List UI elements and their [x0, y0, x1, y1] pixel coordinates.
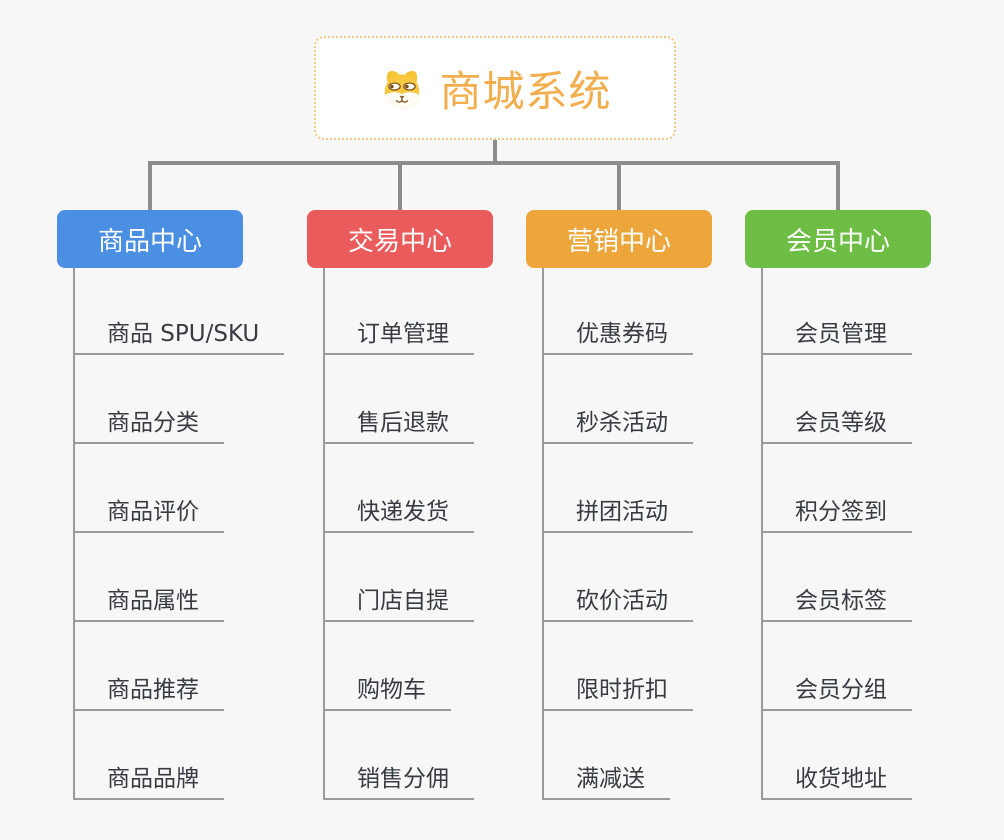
- item-goods-review[interactable]: 商品评价: [75, 444, 224, 533]
- item-member-management[interactable]: 会员管理: [763, 268, 912, 355]
- item-order-management[interactable]: 订单管理: [325, 268, 474, 355]
- connector-rail: [148, 161, 840, 165]
- connector-drop-member: [836, 163, 840, 210]
- item-goods-spu-sku[interactable]: 商品 SPU/SKU: [75, 268, 285, 355]
- branch-header-member-center[interactable]: 会员中心: [745, 210, 931, 268]
- item-aftersale-refund[interactable]: 售后退款: [325, 355, 474, 444]
- item-full-reduction[interactable]: 满减送: [544, 711, 670, 800]
- connector-root-stem: [493, 138, 497, 164]
- branch-marketing-center: 营销中心 优惠券码 秒杀活动 拼团活动 砍价活动 限时折扣 满减送: [526, 210, 712, 800]
- item-goods-attribute[interactable]: 商品属性: [75, 533, 224, 622]
- item-sales-commission[interactable]: 销售分佣: [325, 711, 474, 800]
- branch-member-center: 会员中心 会员管理 会员等级 积分签到 会员标签 会员分组 收货地址: [745, 210, 931, 800]
- branch-header-trade-center[interactable]: 交易中心: [307, 210, 493, 268]
- item-flash-sale[interactable]: 秒杀活动: [544, 355, 693, 444]
- root-node[interactable]: 商城系统: [314, 36, 676, 140]
- item-member-group[interactable]: 会员分组: [763, 622, 912, 711]
- branch-header-label: 交易中心: [347, 226, 452, 257]
- branch-header-label: 商品中心: [97, 226, 202, 257]
- branch-trade-center: 交易中心 订单管理 售后退款 快递发货 门店自提 购物车 销售分佣: [307, 210, 493, 800]
- item-member-level[interactable]: 会员等级: [763, 355, 912, 444]
- item-goods-brand[interactable]: 商品品牌: [75, 711, 224, 800]
- branch-items-member-center: 会员管理 会员等级 积分签到 会员标签 会员分组 收货地址: [761, 268, 931, 800]
- connector-drop-marketing: [617, 163, 621, 210]
- connector-drop-product: [148, 163, 152, 210]
- item-shipping-address[interactable]: 收货地址: [763, 711, 912, 800]
- connector-drop-trade: [398, 163, 402, 210]
- branch-items-trade-center: 订单管理 售后退款 快递发货 门店自提 购物车 销售分佣: [323, 268, 493, 800]
- item-limited-time-discount[interactable]: 限时折扣: [544, 622, 693, 711]
- item-goods-category[interactable]: 商品分类: [75, 355, 224, 444]
- doge-icon: [378, 64, 426, 112]
- branch-product-center: 商品中心 商品 SPU/SKU 商品分类 商品评价 商品属性 商品推荐 商品品牌: [57, 210, 285, 800]
- item-store-pickup[interactable]: 门店自提: [325, 533, 474, 622]
- item-member-tag[interactable]: 会员标签: [763, 533, 912, 622]
- root-title: 商城系统: [439, 66, 612, 116]
- branch-header-label: 会员中心: [785, 226, 890, 257]
- item-shopping-cart[interactable]: 购物车: [325, 622, 451, 711]
- branch-items-marketing-center: 优惠券码 秒杀活动 拼团活动 砍价活动 限时折扣 满减送: [542, 268, 712, 800]
- item-express-delivery[interactable]: 快递发货: [325, 444, 474, 533]
- item-points-checkin[interactable]: 积分签到: [763, 444, 912, 533]
- branch-header-product-center[interactable]: 商品中心: [57, 210, 243, 268]
- item-coupon-code[interactable]: 优惠券码: [544, 268, 693, 355]
- branch-header-label: 营销中心: [566, 226, 671, 257]
- item-bargain-activity[interactable]: 砍价活动: [544, 533, 693, 622]
- item-group-buy[interactable]: 拼团活动: [544, 444, 693, 533]
- item-goods-recommend[interactable]: 商品推荐: [75, 622, 224, 711]
- branch-header-marketing-center[interactable]: 营销中心: [526, 210, 712, 268]
- branch-items-product-center: 商品 SPU/SKU 商品分类 商品评价 商品属性 商品推荐 商品品牌: [73, 268, 285, 800]
